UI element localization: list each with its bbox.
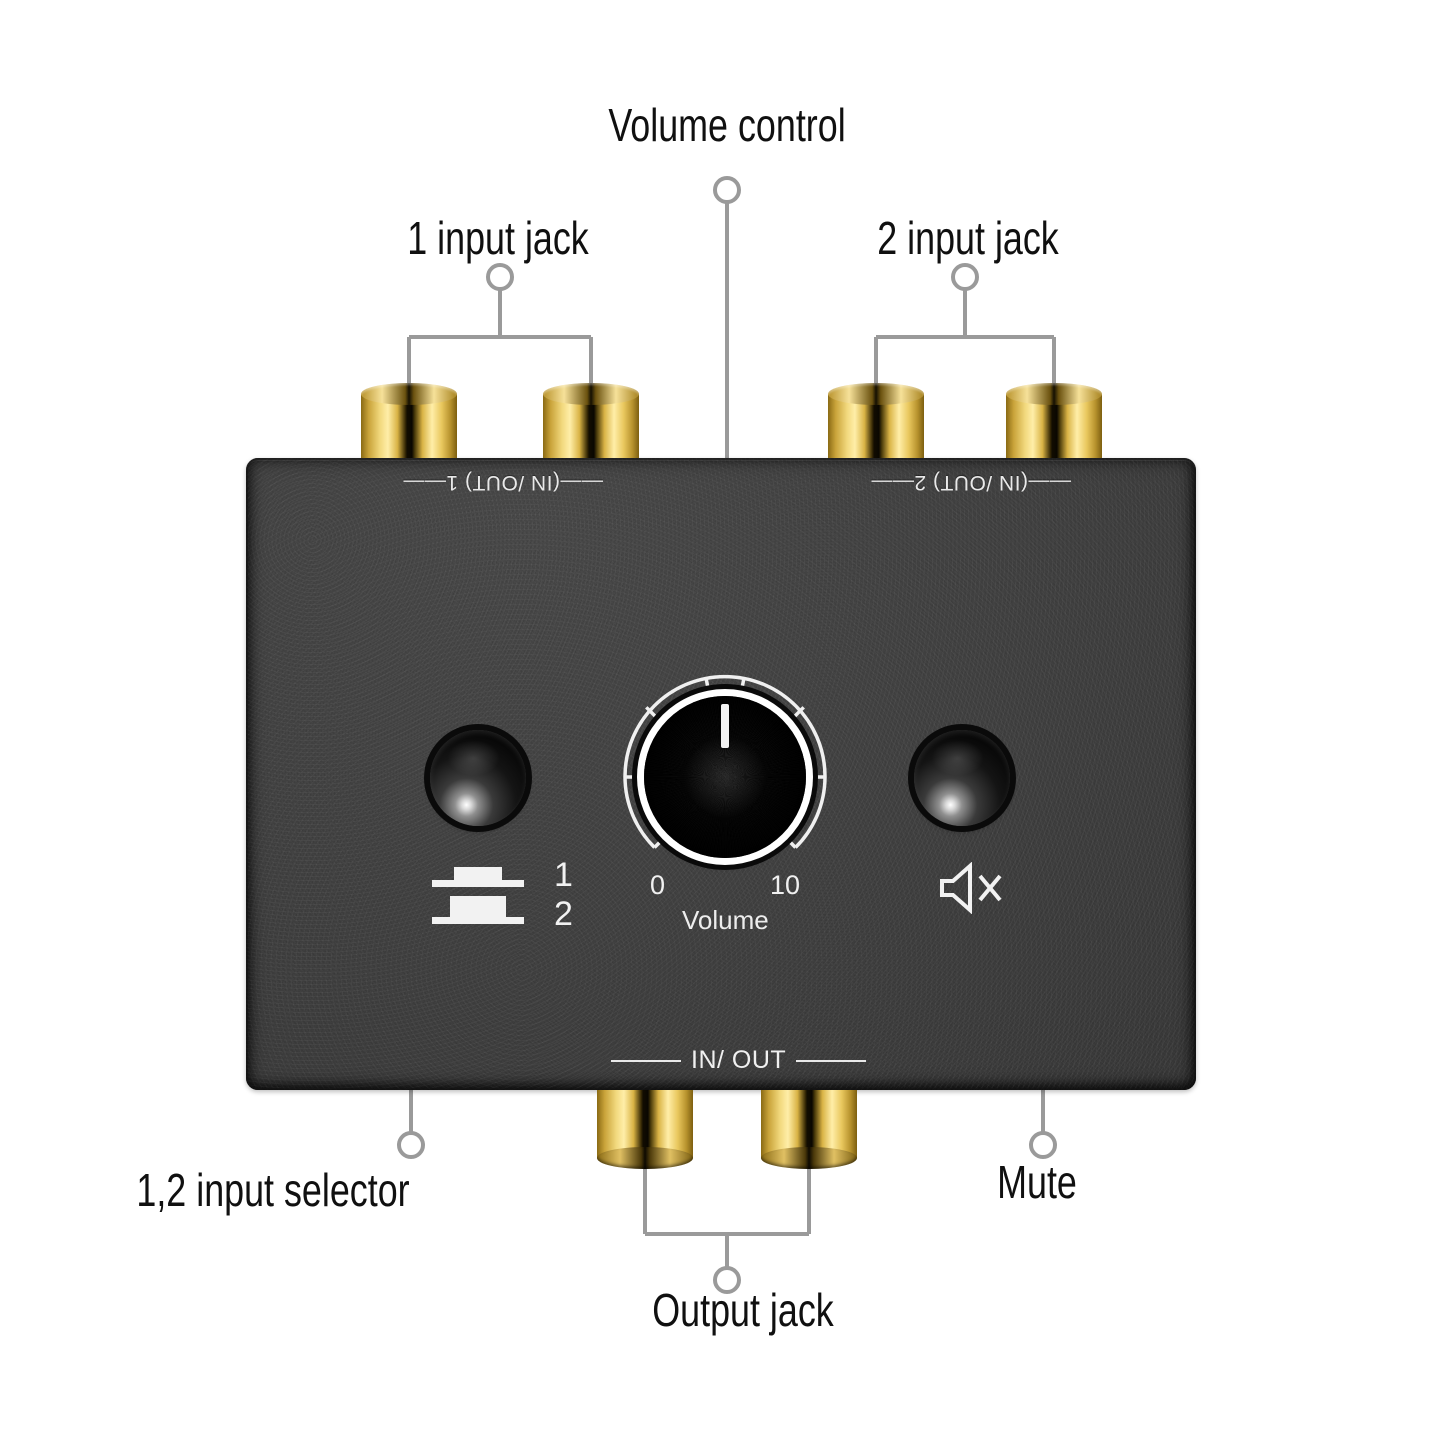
selector-option-1-label: 1: [554, 856, 573, 894]
jack-cap: [761, 1147, 857, 1169]
leader-marker-mute: [1029, 1131, 1057, 1159]
silkscreen-in-out-row: IN/ OUT: [611, 1046, 867, 1075]
volume-min-label: 0: [650, 870, 666, 900]
callout-input-jack-2: 2 input jack: [877, 212, 1059, 264]
callout-input-selector: 1,2 input selector: [136, 1164, 410, 1216]
silkscreen-channel-2: ——(IN /OUT) 2——: [871, 471, 1071, 494]
device-body: ——(IN /OUT) 1—— ——(IN /OUT) 2—— IN/ OUT …: [246, 458, 1196, 1090]
jack-cap: [543, 383, 639, 405]
input-selector-button[interactable]: [430, 730, 526, 826]
rca-jack-input-1a[interactable]: [361, 383, 457, 458]
speaker-muted-icon: [940, 862, 1002, 914]
callout-mute: Mute: [997, 1156, 1077, 1208]
switch-positions-icon: [432, 867, 524, 924]
leader-marker-volume: [713, 176, 741, 204]
silkscreen-in-out: IN/ OUT: [691, 1046, 787, 1074]
silkscreen-rule-left: [611, 1059, 681, 1062]
jack-cap: [1006, 383, 1102, 405]
jack-barrel: [597, 1090, 693, 1158]
volume-knob-pointer: [721, 704, 729, 748]
rca-jack-output-right[interactable]: [761, 1090, 857, 1169]
rca-jack-input-2a[interactable]: [828, 383, 924, 458]
callout-volume-control: Volume control: [608, 99, 846, 151]
callout-output-jack: Output jack: [652, 1284, 834, 1336]
leader-marker-selector: [397, 1131, 425, 1159]
volume-caption: Volume: [682, 905, 769, 935]
rca-jack-output-left[interactable]: [597, 1090, 693, 1169]
callout-input-jack-1: 1 input jack: [407, 212, 589, 264]
jack-cap: [361, 383, 457, 405]
volume-knob-assembly[interactable]: 0 10: [602, 654, 848, 900]
leader-marker-jack1: [486, 263, 514, 291]
volume-max-label: 10: [770, 870, 801, 900]
mute-button[interactable]: [914, 730, 1010, 826]
jack-cap: [597, 1147, 693, 1169]
jack-barrel: [761, 1090, 857, 1158]
silkscreen-channel-1: ——(IN /OUT) 1——: [403, 471, 603, 494]
rca-jack-input-1b[interactable]: [543, 383, 639, 458]
silkscreen-rule-right: [796, 1059, 867, 1062]
leader-marker-jack2: [951, 263, 979, 291]
rca-jack-input-2b[interactable]: [1006, 383, 1102, 458]
jack-cap: [828, 383, 924, 405]
selector-option-2-label: 2: [554, 895, 573, 933]
